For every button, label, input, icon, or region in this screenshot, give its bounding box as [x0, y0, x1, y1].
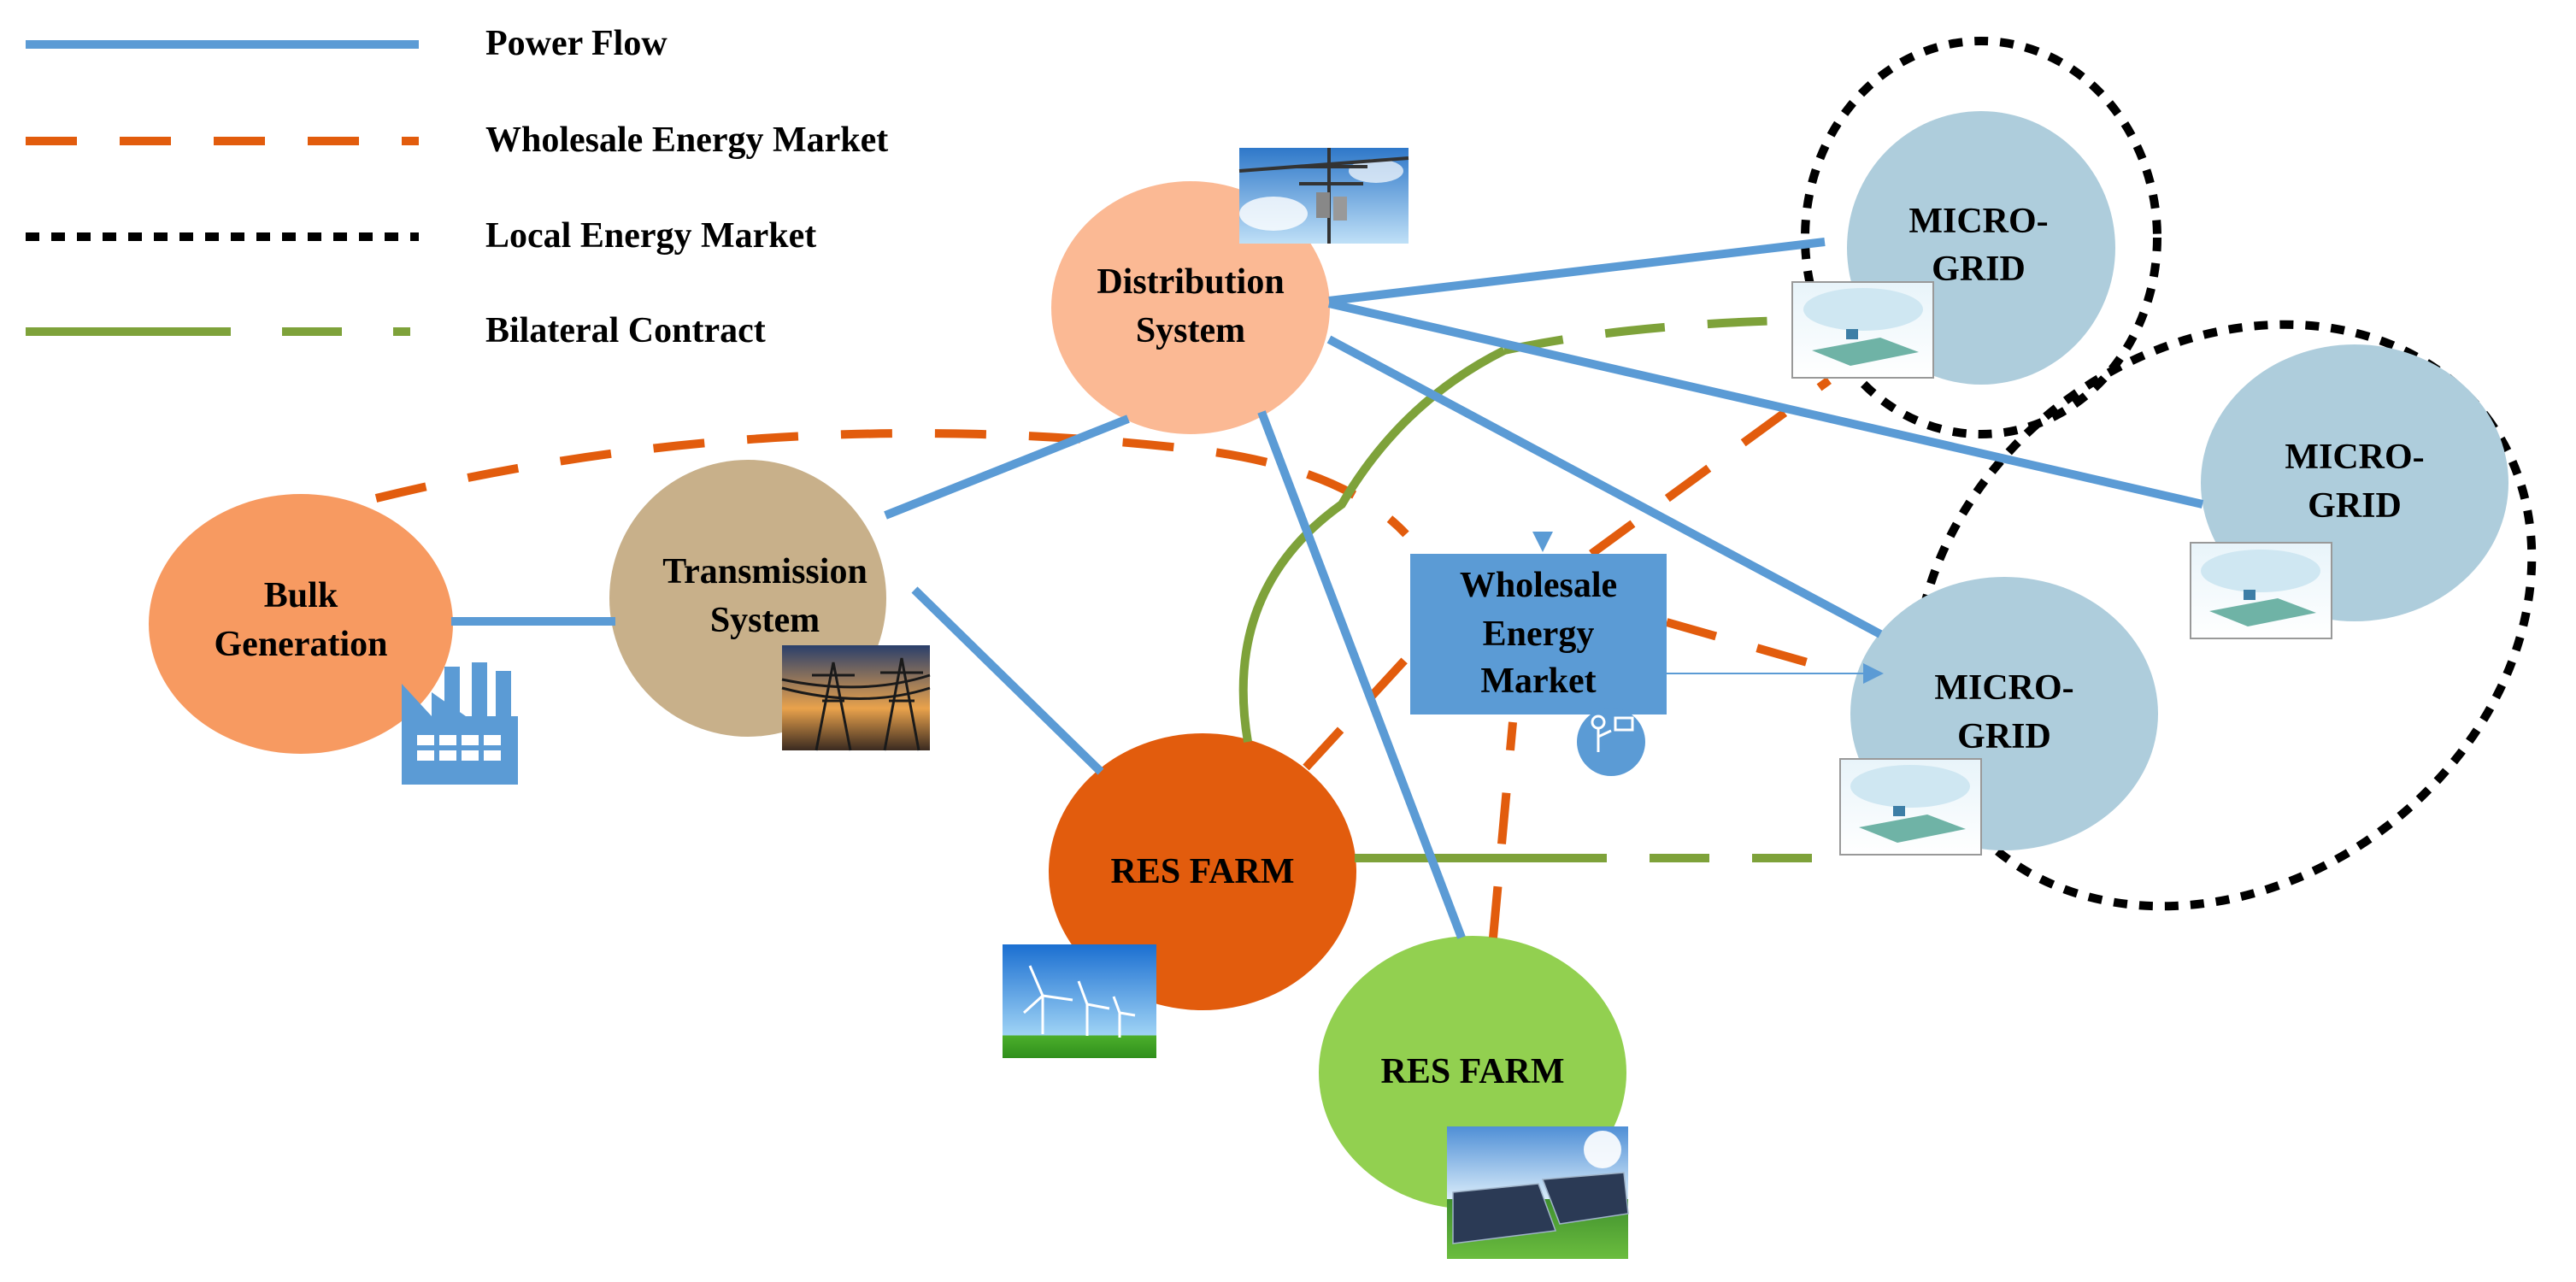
bulk-generation-label-line2: Generation [215, 625, 388, 664]
microgrid-1-label-line2: GRID [1932, 250, 2026, 289]
wind-turbine-photo [1003, 944, 1156, 1058]
transmission-tower-photo [781, 645, 931, 751]
wholesale-energy-market-box [1410, 554, 1667, 715]
res-farm-solar-label: RES FARM [1380, 1052, 1564, 1091]
legend-bilateral-label: Bilateral Contract [485, 311, 766, 350]
power-flow-links [451, 238, 2204, 939]
power-distribution-microgrid-1 [1328, 238, 1826, 305]
legend-local-label: Local Energy Market [485, 216, 816, 256]
res-farm-wind-node [1049, 733, 1356, 1010]
distribution-system-label-line1: Distribution [1097, 262, 1284, 302]
legend: Power Flow Wholesale Energy Market Local… [26, 24, 888, 350]
power-distribution-res-solar [1257, 410, 1466, 939]
wholesale-link-res-solar [1489, 721, 1517, 938]
bilateral-link-res-wind-microgrid-1 [1238, 346, 1507, 743]
wholesale-link-microgrid-1 [1589, 376, 1832, 558]
bilateral-link-dashed-microgrid-1 [1503, 316, 1787, 355]
wholesale-link-res-wind [1303, 646, 1418, 771]
bilateral-contract-links [1238, 316, 1812, 862]
microgrid-2-label-line2: GRID [2308, 486, 2402, 526]
legend-power-flow-label: Power Flow [485, 24, 668, 63]
trader-icon [1577, 708, 1645, 776]
microgrid-3-label-line2: GRID [1957, 717, 2051, 756]
microgrid-1-label-line1: MICRO- [1908, 202, 2048, 241]
microgrid-2-label-line1: MICRO- [2285, 438, 2424, 477]
microgrid-3-label-line1: MICRO- [1934, 668, 2073, 708]
transmission-system-label-line2: System [710, 601, 820, 640]
factory-icon [402, 662, 518, 785]
microgrid-illustration-1 [1791, 281, 1934, 379]
wholesale-market-label-line3: Market [1480, 662, 1596, 701]
wholesale-market-label-line1: Wholesale [1460, 566, 1617, 605]
distribution-system-label-line2: System [1136, 311, 1245, 350]
transmission-system-label-line1: Transmission [662, 552, 867, 591]
utility-pole-photo [1238, 148, 1409, 244]
distribution-system-node [1051, 181, 1330, 434]
power-transmission-res-wind [911, 586, 1104, 775]
legend-wholesale-label: Wholesale Energy Market [485, 121, 888, 160]
res-farm-wind-label: RES FARM [1110, 852, 1294, 891]
wholesale-link-bulk [374, 429, 1409, 538]
power-distribution-microgrid-3 [1326, 335, 1883, 638]
local-market-boundary-1 [1801, 37, 2161, 438]
microgrid-illustration-2 [2190, 542, 2332, 639]
power-distribution-microgrid-2 [1327, 299, 2204, 509]
wholesale-market-label-line2: Energy [1483, 615, 1595, 654]
power-transmission-distribution [884, 415, 1130, 520]
bulk-generation-node [149, 494, 453, 754]
solar-panel-photo [1447, 1126, 1629, 1259]
wholesale-link-microgrid-3 [1665, 618, 1848, 678]
bulk-generation-label-line1: Bulk [264, 576, 338, 615]
microgrid-illustration-3 [1839, 758, 1982, 856]
wholesale-market-links [374, 376, 1848, 938]
